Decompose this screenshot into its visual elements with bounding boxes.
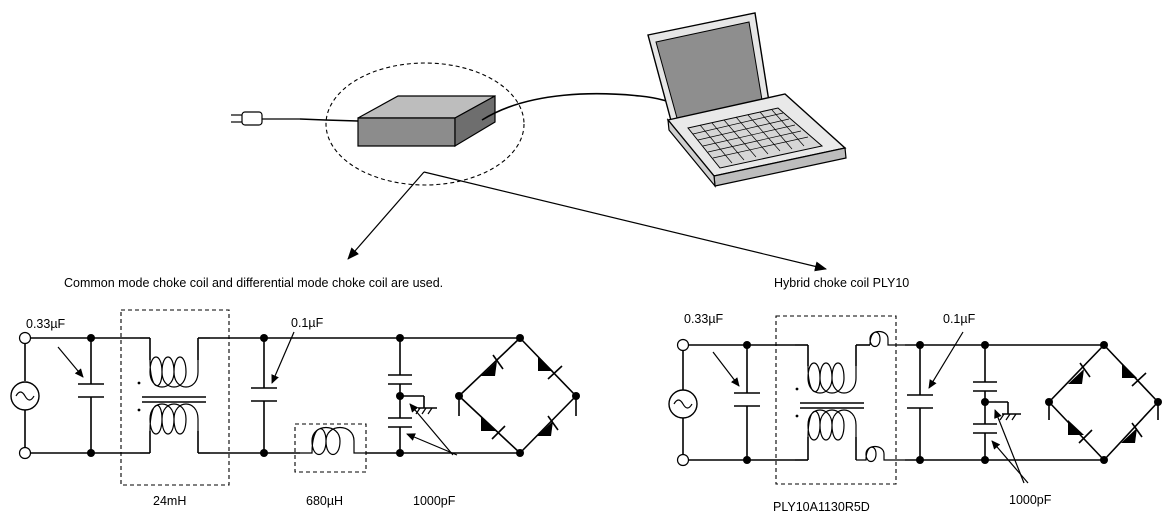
dc-cable (481, 92, 681, 121)
label-diff-choke: 680µH (306, 494, 343, 508)
right-circuit (668, 315, 1162, 485)
label-cap-input-left: 0.33µF (26, 317, 66, 331)
label-cap-mid-right: 0.1µF (943, 312, 976, 326)
terminal-bottom (18, 446, 32, 460)
label-common-choke: 24mH (153, 494, 186, 508)
left-circuit (10, 309, 580, 486)
arrows-to-circuits (347, 171, 827, 272)
caption-left: Common mode choke coil and differential … (64, 276, 443, 290)
power-cord (231, 111, 359, 126)
terminal-top (18, 331, 32, 345)
label-cap-mid-left: 0.1µF (291, 316, 324, 330)
label-ycap-left: 1000pF (413, 494, 456, 508)
ac-adapter (325, 62, 525, 186)
highlight-ellipse (325, 62, 525, 186)
caption-right: Hybrid choke coil PLY10 (774, 276, 909, 290)
label-hybrid-choke-part: PLY10A1130R5D (773, 500, 870, 514)
laptop-icon (647, 12, 847, 188)
label-cap-input-right: 0.33µF (684, 312, 724, 326)
label-ycap-right: 1000pF (1009, 493, 1052, 507)
